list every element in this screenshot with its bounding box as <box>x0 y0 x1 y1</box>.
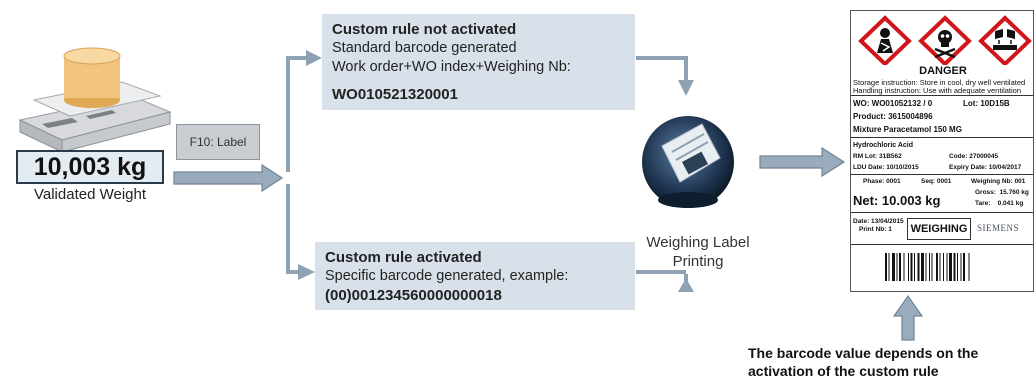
note-line1: The barcode value depends on the <box>748 345 979 361</box>
barcode-bar <box>949 253 952 281</box>
barcode-bar <box>892 253 895 281</box>
barcode-bar <box>885 253 887 281</box>
barcode-bar <box>921 253 924 281</box>
rule-activated-title: Custom rule activated <box>325 249 482 266</box>
f10-label-button[interactable]: F10: Label <box>176 124 260 160</box>
barcode-bar <box>925 253 927 281</box>
barcode-bar <box>953 253 956 281</box>
phase-number: Phase: 0001 <box>863 178 901 185</box>
barcode-bar <box>943 253 944 281</box>
substance-name: Hydrochloric Acid <box>853 142 914 149</box>
standard-barcode-value: WO010521320001 <box>332 86 458 103</box>
validated-weight-value: 10,003 kg <box>16 150 164 184</box>
danger-signal-word: DANGER <box>919 65 967 77</box>
sequence-number: Seq: 0001 <box>921 178 952 185</box>
rule-activated-line1: Specific barcode generated, example: <box>325 268 569 284</box>
arrow-printer-to-label <box>759 146 846 178</box>
barcode-bar <box>903 253 905 281</box>
barcode-bar <box>929 253 930 281</box>
barcode-bar <box>896 253 898 281</box>
handling-instruction: Handling instruction: Use with adequate … <box>853 86 1022 95</box>
storage-instruction: Storage instruction: Store in cool, dry … <box>853 78 1026 87</box>
barcode-bar <box>899 253 901 281</box>
custom-rule-activated-box: Custom rule activated Specific barcode g… <box>315 242 635 310</box>
product-number: Product: 3615004896 <box>853 112 933 121</box>
printing-caption: Weighing Label Printing <box>632 233 764 271</box>
custom-rule-not-activated-box: Custom rule not activated Standard barco… <box>322 14 635 110</box>
rm-lot: RM Lot: 31B562 <box>853 153 902 160</box>
print-number: Print Nb: 1 <box>859 226 892 233</box>
gross-weight: Gross: 15.760 kg <box>975 189 1029 196</box>
barcode-note: The barcode value depends on the activat… <box>748 344 1034 380</box>
arrow-scale-to-split <box>173 163 284 193</box>
barcode-bar <box>908 253 909 281</box>
barcode-bar <box>946 253 948 281</box>
rule-not-activated-line1: Standard barcode generated <box>332 40 517 56</box>
barcode-bar <box>888 253 890 281</box>
barcode-bar <box>936 253 938 281</box>
note-line2: activation of the custom rule <box>748 363 939 379</box>
hazard-pictograms-icon <box>858 15 1032 65</box>
print-date: Date: 13/04/2015 <box>853 218 904 225</box>
label-printer-photo <box>642 116 734 208</box>
printing-caption-line1: Weighing Label <box>646 234 750 251</box>
weighing-number: Weighing Nb: 001 <box>971 178 1026 185</box>
barcode-bar <box>968 253 970 281</box>
ldu-date: LDU Date: 10/10/2015 <box>853 164 919 171</box>
rule-not-activated-line2: Work order+WO index+Weighing Nb: <box>332 59 571 75</box>
barcode-bar <box>910 253 913 281</box>
net-weight: Net: 10.003 kg <box>853 193 941 208</box>
weighing-stamp: WEIGHING <box>907 218 971 240</box>
barcode-bar <box>917 253 920 281</box>
work-order: WO: WO01052132 / 0 <box>853 99 933 108</box>
tare-weight: Tare: 0.041 kg <box>975 200 1024 207</box>
weighing-label: DANGER Storage instruction: Store in coo… <box>850 10 1034 292</box>
barcode-bar <box>939 253 941 281</box>
mixture-name: Mixture Paracetamol 150 MG <box>853 125 962 134</box>
specific-barcode-value: (00)001234560000000018 <box>325 287 502 304</box>
weighing-scale-icon <box>18 47 172 153</box>
validated-weight-caption: Validated Weight <box>33 186 147 203</box>
barcode-icon <box>885 253 970 281</box>
code-number: Code: 27000045 <box>949 153 999 160</box>
brand-name: SIEMENS <box>977 223 1020 233</box>
lot-number: Lot: 10D15B <box>963 99 1010 108</box>
barcode-bar <box>960 253 962 281</box>
barcode-bar <box>957 253 958 281</box>
barcode-bar <box>914 253 915 281</box>
barcode-bar <box>931 253 933 281</box>
expiry-date: Expiry Date: 10/04/2017 <box>949 164 1022 171</box>
rule-not-activated-title: Custom rule not activated <box>332 21 517 38</box>
arrow-note-to-barcode <box>892 294 924 341</box>
barcode-bar <box>963 253 965 281</box>
printing-caption-line2: Printing <box>672 253 724 270</box>
